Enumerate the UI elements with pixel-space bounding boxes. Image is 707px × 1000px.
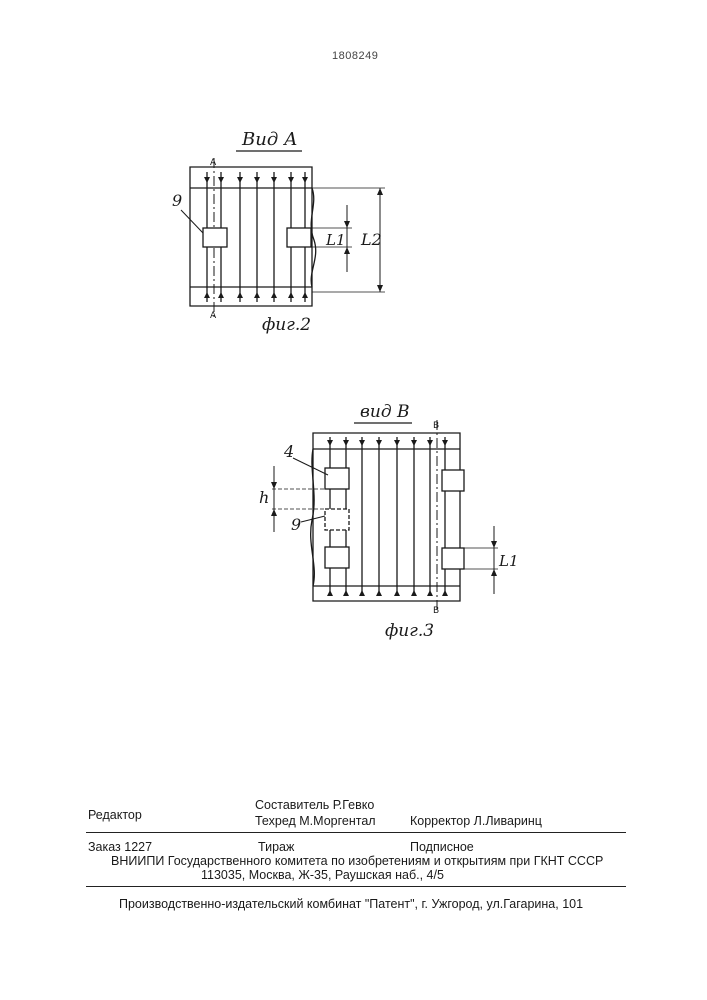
printer-line: Производственно-издательский комбинат "П… [119, 897, 583, 911]
fig3-section-mark-top: В [433, 421, 439, 431]
fig3-section-mark-bottom: В [433, 606, 439, 616]
fig2-insert-right [287, 228, 311, 247]
address-line: 113035, Москва, Ж-35, Раушская наб., 4/5 [201, 868, 444, 882]
editor-label: Редактор [88, 808, 142, 822]
fig2-part-label: 9 [172, 191, 182, 210]
fig3-view-label: вид В [360, 402, 410, 422]
divider-bottom [86, 886, 626, 887]
fig2-section-mark-bottom: А [210, 311, 217, 321]
fig2-l2-label: L2 [360, 230, 382, 249]
subscription-line: Подписное [410, 840, 474, 854]
circulation-line: Тираж [258, 840, 294, 854]
fig2-view-label: Вид А [241, 129, 298, 150]
fig3-part-9-label: 9 [291, 515, 301, 534]
fig3-insert-top-left [325, 468, 349, 489]
fig2-l1-label: L1 [325, 231, 346, 249]
fig2-section-mark-top: А [210, 158, 217, 168]
fig3-insert-mid-left [325, 509, 349, 530]
fig3-caption: фиг.3 [385, 621, 434, 641]
fig2-caption: фиг.2 [262, 315, 311, 335]
compiler-line: Составитель Р.Гевко [255, 798, 374, 812]
order-line: Заказ 1227 [88, 840, 152, 854]
fig3-h-label: h [259, 488, 269, 507]
fig3-l1-label: L1 [498, 552, 519, 570]
fig3-part-4-label: 4 [283, 442, 294, 461]
figure-2: Вид А А А 9 L1 [172, 129, 385, 335]
fig3-insert-top-right [442, 470, 464, 491]
corrector-line: Корректор Л.Ливаринц [410, 814, 542, 828]
figure-3: вид В В В 4 9 [259, 402, 519, 641]
techred-line: Техред М.Моргентал [255, 814, 376, 828]
fig3-insert-bottom-right [442, 548, 464, 569]
institute-line: ВНИИПИ Государственного комитета по изоб… [111, 854, 603, 868]
fig3-insert-bottom-left [325, 547, 349, 568]
fig2-insert-left [203, 228, 227, 247]
divider-top [86, 832, 626, 833]
